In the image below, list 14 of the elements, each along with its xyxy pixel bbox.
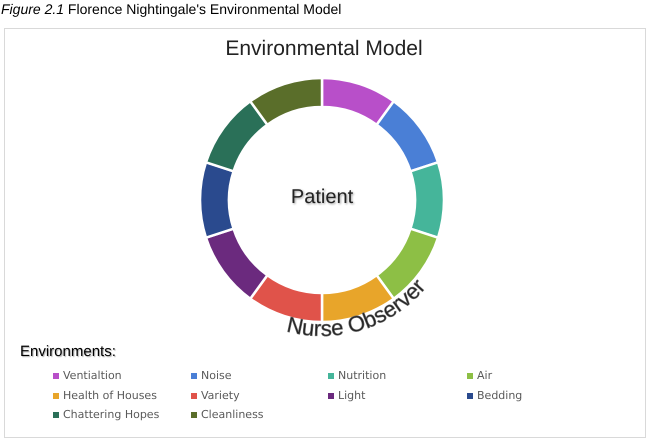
legend-heading: Environments: — [20, 343, 116, 360]
legend-label: Bedding — [477, 388, 522, 402]
legend-label: Chattering Hopes — [63, 408, 160, 422]
legend-label: Air — [477, 369, 492, 383]
legend-label: Health of Houses — [63, 388, 157, 402]
legend-label: Noise — [201, 369, 232, 383]
legend-label: Variety — [201, 388, 240, 402]
legend-label: Light — [338, 388, 366, 402]
legend-label: Cleanliness — [201, 408, 264, 422]
figure-heading: Figure 2.1 Florence Nightingale's Environmental Model — [1, 1, 342, 18]
legend-label: Ventialtion — [63, 369, 122, 383]
center-label: Patient — [290, 186, 354, 209]
chart-title: Environmental Model — [224, 37, 424, 61]
legend-label: Nutrition — [338, 369, 386, 383]
